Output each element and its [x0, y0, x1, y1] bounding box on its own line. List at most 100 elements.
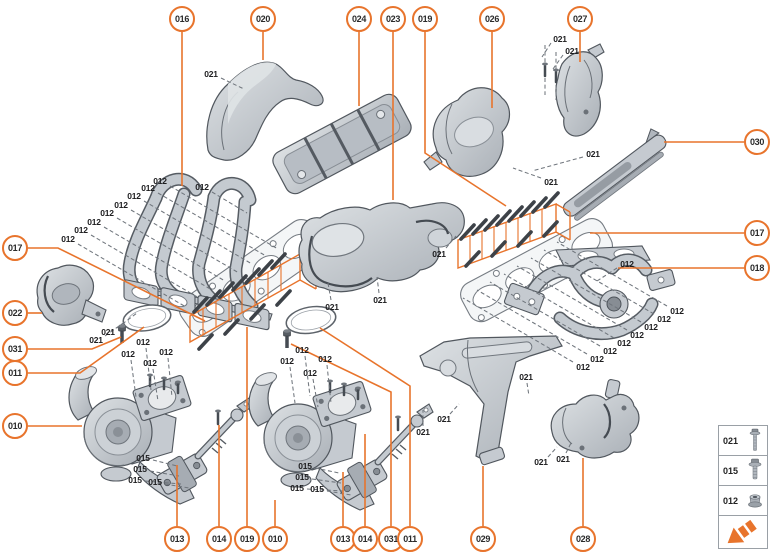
callout-028[interactable]: 028 — [570, 526, 596, 552]
dashed-leader-012 — [90, 234, 200, 299]
part-019-stud-set-left[interactable] — [189, 252, 317, 351]
bolt-long-icon — [749, 428, 761, 451]
part-ref-label-012: 012 — [657, 314, 671, 324]
dashed-leader-021 — [445, 235, 457, 249]
part-030-support-bracket[interactable] — [556, 126, 672, 224]
part-024-heat-shield-plate[interactable] — [269, 91, 414, 197]
callout-010[interactable]: 010 — [2, 413, 28, 439]
part-ref-label-012: 012 — [576, 362, 590, 372]
part-ref-label-012: 012 — [303, 368, 317, 378]
dashed-leader-012 — [312, 378, 319, 408]
dashed-leader-012 — [103, 226, 213, 291]
callout-011[interactable]: 011 — [2, 360, 28, 386]
dashed-leader-012 — [489, 281, 601, 347]
part-ref-label-015: 015 — [290, 483, 304, 493]
callout-020[interactable]: 020 — [250, 6, 276, 32]
part-011-seal-ring-right[interactable] — [284, 303, 338, 337]
part-022-shield-clamp[interactable] — [36, 264, 107, 326]
part-ref-label-015: 015 — [148, 477, 162, 487]
part-ref-label-012: 012 — [121, 349, 135, 359]
callout-011[interactable]: 011 — [397, 526, 423, 552]
dashed-leader-021 — [327, 282, 332, 301]
dashed-leader-012 — [157, 192, 267, 257]
callout-016[interactable]: 016 — [169, 6, 195, 32]
callout-031[interactable]: 031 — [2, 336, 28, 362]
dashed-leader-012 — [77, 243, 187, 308]
legend-item-015[interactable]: 015 — [719, 456, 767, 486]
callout-026[interactable]: 026 — [479, 6, 505, 32]
part-ref-label-021: 021 — [565, 46, 579, 56]
dashed-leader-012 — [596, 267, 618, 282]
part-031-bolt-right[interactable] — [283, 329, 291, 348]
dashed-leader-012 — [476, 289, 588, 355]
callout-019[interactable]: 019 — [412, 6, 438, 32]
dashed-leader-012 — [116, 217, 226, 282]
callout-017[interactable]: 017 — [744, 220, 770, 246]
bolt-washer-icon — [748, 458, 762, 479]
part-027-heat-shield-small[interactable] — [542, 43, 605, 137]
dashed-leader-021 — [531, 156, 584, 172]
leader-line-017 — [28, 247, 206, 322]
part-ref-label-021: 021 — [534, 457, 548, 467]
callout-013[interactable]: 013 — [164, 526, 190, 552]
callout-017[interactable]: 017 — [2, 235, 28, 261]
part-ref-label-021: 021 — [89, 335, 103, 345]
part-028-heat-shield-rear[interactable] — [550, 379, 640, 459]
callout-014[interactable]: 014 — [206, 526, 232, 552]
dashed-leader-015 — [311, 478, 342, 484]
part-ref-label-012: 012 — [143, 358, 157, 368]
legend-item-012[interactable]: 012 — [719, 486, 767, 516]
part-023-heat-shield-lower[interactable] — [298, 202, 465, 293]
leader-line-019 — [424, 32, 507, 207]
dashed-leader-012 — [516, 265, 628, 331]
dashed-leader-021 — [541, 42, 552, 58]
part-ref-label-021: 021 — [586, 149, 600, 159]
part-026-heat-shield-upper[interactable] — [423, 87, 511, 177]
part-ref-label-012: 012 — [195, 182, 209, 192]
part-ref-label-015: 015 — [298, 461, 312, 471]
part-ref-label-012: 012 — [617, 338, 631, 348]
part-ref-label-021: 021 — [556, 454, 570, 464]
callout-019[interactable]: 019 — [234, 526, 260, 552]
callout-024[interactable]: 024 — [346, 6, 372, 32]
callout-023[interactable]: 023 — [380, 6, 406, 32]
dashed-leader-012 — [304, 355, 311, 397]
leader-line-011 — [319, 327, 411, 526]
dashed-leader-021 — [116, 312, 138, 329]
part-ref-label-012: 012 — [295, 345, 309, 355]
part-ref-label-012: 012 — [620, 259, 634, 269]
part-ref-label-021: 021 — [373, 295, 387, 305]
part-ref-label-012: 012 — [127, 191, 141, 201]
dashed-leader-021 — [552, 54, 564, 70]
callout-010[interactable]: 010 — [262, 526, 288, 552]
part-017-gasket-right[interactable] — [456, 214, 617, 326]
dashed-leader-015 — [306, 488, 344, 492]
flange-nut-icon — [748, 493, 762, 507]
part-ref-label-021: 021 — [544, 177, 558, 187]
dashed-leader-015 — [164, 483, 190, 489]
callout-018[interactable]: 018 — [744, 255, 770, 281]
callout-022[interactable]: 022 — [2, 300, 28, 326]
part-019-stud-set-right[interactable] — [457, 191, 571, 270]
part-ref-label-015: 015 — [136, 453, 150, 463]
callout-030[interactable]: 030 — [744, 129, 770, 155]
legend-item-021[interactable]: 021 — [719, 426, 767, 456]
legend-item-label: 015 — [723, 465, 739, 476]
part-020-heat-shield[interactable] — [206, 61, 324, 161]
callout-014[interactable]: 014 — [352, 526, 378, 552]
part-ref-label-012: 012 — [280, 356, 294, 366]
leader-line-011 — [28, 326, 145, 374]
part-011-seal-ring-left[interactable] — [121, 302, 173, 335]
part-029-support-bracket[interactable] — [419, 335, 563, 466]
part-010-turbocharger-right[interactable] — [249, 370, 433, 510]
part-ref-label-012: 012 — [630, 330, 644, 340]
callout-029[interactable]: 029 — [470, 526, 496, 552]
part-031-bolt-left[interactable] — [118, 324, 126, 343]
dashed-leader-012 — [169, 185, 279, 250]
dashed-leader-012 — [143, 200, 253, 265]
dashed-leader-021 — [565, 442, 572, 454]
part-ref-label-021: 021 — [519, 372, 533, 382]
part-ref-label-021: 021 — [416, 427, 430, 437]
callout-027[interactable]: 027 — [567, 6, 593, 32]
